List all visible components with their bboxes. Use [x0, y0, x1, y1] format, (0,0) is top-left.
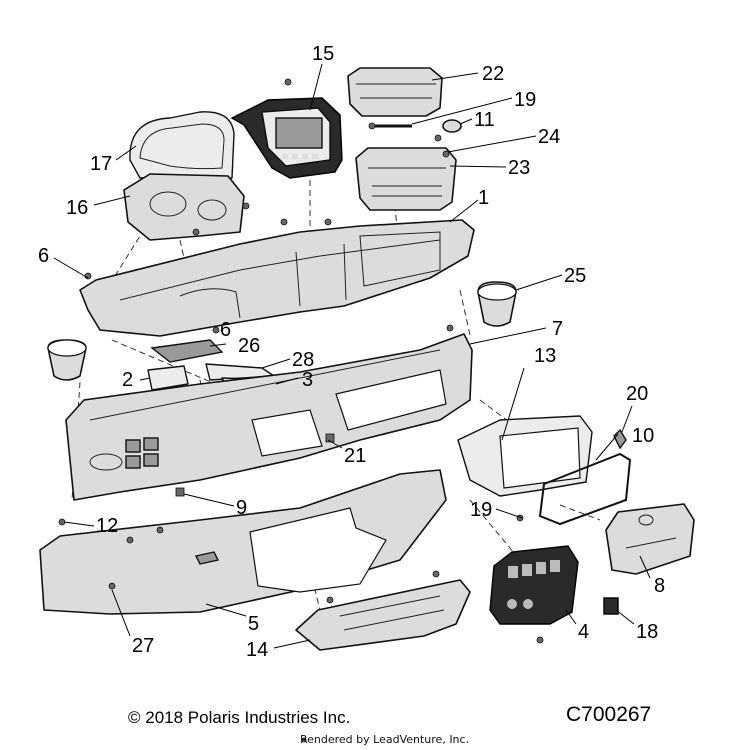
callout-13: 13 — [534, 345, 556, 367]
callout-19-top: 19 — [514, 89, 536, 111]
callout-10: 10 — [632, 425, 654, 447]
callout-17: 17 — [90, 153, 112, 175]
part-4-switch-panel — [489, 545, 579, 625]
callout-1: 1 — [478, 187, 489, 209]
callout-25: 25 — [564, 265, 586, 287]
part-21-fastener — [325, 433, 335, 443]
part-2-bracket — [147, 365, 189, 391]
callout-19-bottom: 19 — [470, 499, 492, 521]
callout-6-top: 6 — [38, 245, 49, 267]
callout-8: 8 — [654, 575, 665, 597]
callout-21: 21 — [344, 445, 366, 467]
callout-4: 4 — [578, 621, 589, 643]
part-1-upper-dash — [79, 219, 475, 337]
rendered-by-credit: Rendered by LeadVenture, Inc. — [300, 733, 470, 746]
callout-28: 28 — [292, 349, 314, 371]
part-9-fastener — [175, 487, 185, 497]
drawing-number: C700267 — [566, 703, 652, 726]
callout-11: 11 — [474, 109, 495, 131]
part-25-cup-holder-right — [477, 281, 517, 327]
part-22-bin-lid — [347, 67, 443, 117]
callout-12: 12 — [96, 515, 118, 537]
fastener-screws — [58, 78, 544, 743]
part-5-lower-dash — [39, 469, 447, 615]
callout-24: 24 — [538, 126, 560, 148]
part-19-rod — [368, 122, 412, 130]
part-7-main-dash-frame — [65, 333, 473, 501]
part-26-bracket — [150, 339, 224, 363]
part-8-glovebox-door — [605, 503, 695, 575]
copyright-text: © 2018 Polaris Industries Inc. — [128, 708, 351, 727]
part-13-bezel — [457, 415, 593, 497]
callout-18: 18 — [636, 621, 658, 643]
part-16-gauge-plate — [123, 173, 245, 241]
callout-9: 9 — [236, 497, 247, 519]
callout-labels: 15 22 19 11 24 23 17 16 1 6 25 6 7 26 13… — [38, 43, 665, 661]
callout-15: 15 — [312, 43, 334, 65]
part-10-lens-frame — [538, 452, 632, 526]
callout-7: 7 — [552, 318, 563, 340]
part-14-lower-cover — [295, 579, 471, 651]
callout-3: 3 — [302, 369, 313, 391]
callout-16: 16 — [66, 197, 88, 219]
leader-lines — [53, 63, 651, 649]
callout-20: 20 — [626, 383, 648, 405]
part-23-storage-bin — [355, 147, 457, 211]
callout-26: 26 — [238, 335, 260, 357]
part-20-clip — [613, 428, 627, 450]
callout-27: 27 — [132, 635, 154, 657]
part-18-connector — [603, 597, 619, 615]
part-15-display-housing — [230, 97, 343, 179]
part-17-gauge-bezel — [129, 111, 235, 180]
callout-2: 2 — [122, 369, 133, 391]
callout-6-mid: 6 — [220, 319, 231, 341]
callout-22: 22 — [482, 63, 504, 85]
callout-5: 5 — [248, 613, 259, 635]
callout-14: 14 — [246, 639, 268, 661]
callout-23: 23 — [508, 157, 530, 179]
cup-holder-left — [47, 339, 87, 381]
part-11-cap — [442, 119, 462, 133]
